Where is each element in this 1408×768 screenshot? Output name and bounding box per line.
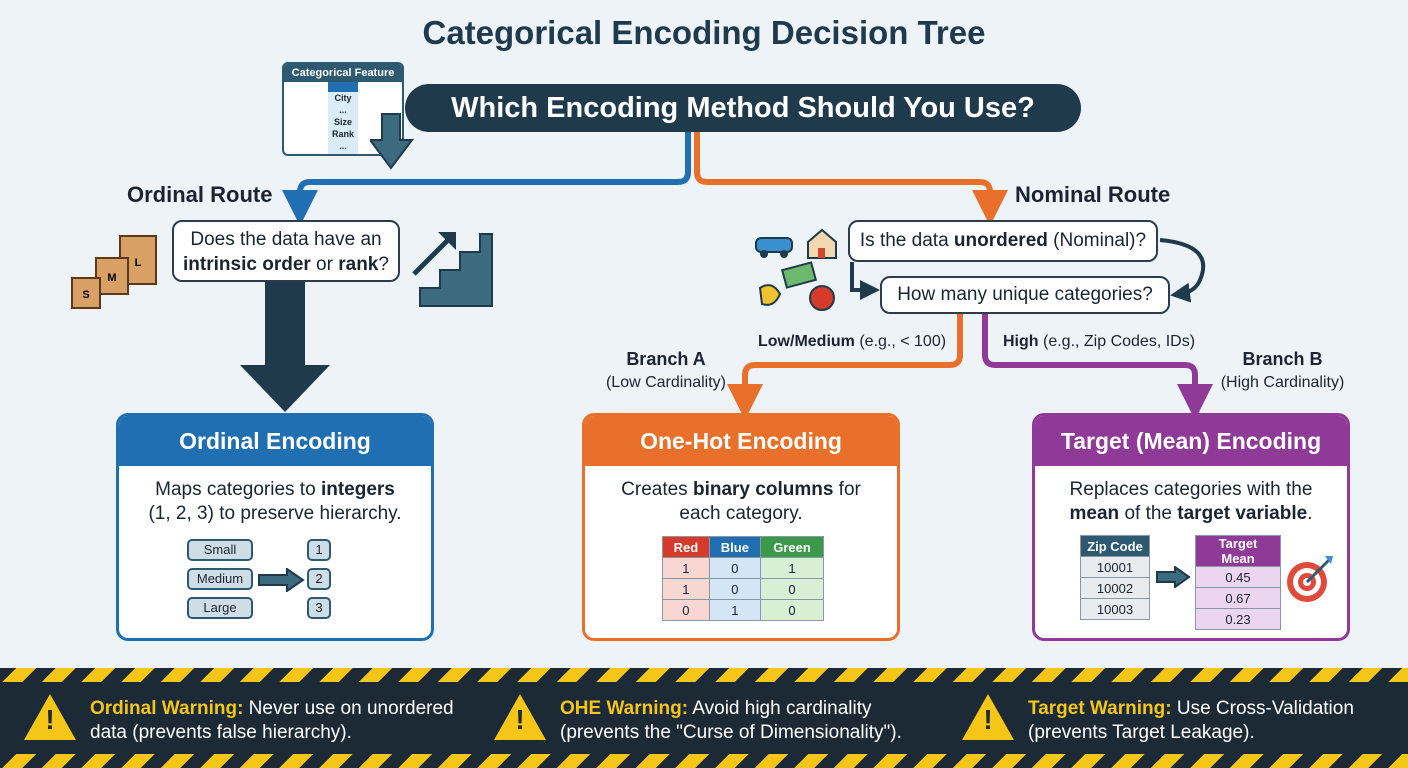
- category-chip: Large: [187, 597, 253, 619]
- target-mean-table: Target Mean 0.45 0.67 0.23: [1195, 535, 1281, 630]
- table-row: 0.23: [1195, 608, 1281, 630]
- ordinal-encoding-card: Ordinal Encoding Maps categories to inte…: [116, 413, 434, 641]
- integer-chip: 2: [307, 568, 331, 590]
- target-icon: [1287, 556, 1333, 602]
- stairs-icon: [412, 232, 493, 307]
- one-hot-encoding-card: One-Hot Encoding Creates binary columns …: [582, 413, 900, 641]
- ordinal-question: Does the data have an intrinsic order or…: [172, 220, 400, 282]
- ordinal-warning: Ordinal Warning: Never use on unordered …: [90, 698, 454, 743]
- down-arrow-icon: [370, 113, 414, 170]
- card-description: Creates binary columns for each category…: [621, 479, 861, 524]
- integer-chip: 3: [307, 597, 331, 619]
- hazard-stripe-bottom: [0, 754, 1408, 768]
- feature-row: ...: [339, 141, 347, 151]
- table-row: 10001: [1080, 556, 1150, 578]
- size-boxes-icon: L M S: [71, 235, 157, 309]
- svg-text:L: L: [135, 257, 142, 269]
- feature-table-header: Categorical Feature: [284, 64, 402, 82]
- ordinal-route-line: [282, 132, 691, 226]
- table-row: 0.45: [1195, 566, 1281, 588]
- connectors: [240, 132, 1213, 420]
- nominal-route-label: Nominal Route: [1015, 182, 1171, 207]
- category-chip: Small: [187, 539, 253, 561]
- warning-icon: !: [24, 694, 76, 740]
- card-title: Target (Mean) Encoding: [1035, 416, 1347, 466]
- main-question: Which Encoding Method Should You Use?: [405, 84, 1081, 132]
- branch-a-line: [727, 314, 963, 420]
- branch-a-edge-label: Low/Medium (e.g., < 100): [758, 333, 947, 350]
- ordinal-route-label: Ordinal Route: [127, 182, 273, 207]
- warnings-band: [0, 668, 1408, 768]
- table-row: 0.67: [1195, 587, 1281, 609]
- card-title: One-Hot Encoding: [585, 416, 897, 466]
- table-row: 10003: [1080, 598, 1150, 620]
- card-description: Maps categories to integers(1, 2, 3) to …: [148, 479, 402, 524]
- branch-b-edge-label: High (e.g., Zip Codes, IDs): [1003, 333, 1196, 350]
- arrow-right-icon: [1156, 566, 1191, 588]
- nominal-question-cardinality: How many unique categories?: [880, 276, 1170, 314]
- feature-row: Rank: [331, 129, 354, 139]
- loop-arrow: [1159, 238, 1206, 303]
- warning-icon: !: [962, 694, 1014, 740]
- nominal-question-unordered: Is the data unordered (Nominal)?: [848, 220, 1158, 262]
- arrow-right-icon: [258, 568, 305, 592]
- page-title: Categorical Encoding Decision Tree: [422, 14, 986, 51]
- branch-b-line: [982, 314, 1213, 420]
- ohe-warning: OHE Warning: Avoid high cardinality (pre…: [560, 698, 902, 743]
- hazard-stripe-top: [0, 668, 1408, 682]
- category-chip: Medium: [187, 568, 253, 590]
- target-encoding-card: Target (Mean) Encoding Replaces categori…: [1032, 413, 1350, 641]
- feature-row: City: [334, 93, 352, 103]
- category-items-icon: [755, 228, 837, 311]
- nominal-route-line: [694, 132, 1008, 226]
- feature-row: ...: [339, 105, 347, 115]
- svg-text:M: M: [107, 272, 116, 284]
- target-warning: Target Warning: Use Cross-Validation (pr…: [1028, 698, 1354, 743]
- branch-a-label: Branch A(Low Cardinality): [605, 349, 727, 391]
- loop-arrow-left: [850, 262, 880, 300]
- card-title: Ordinal Encoding: [119, 416, 431, 466]
- table-row: 10002: [1080, 577, 1150, 599]
- branch-b-label: Branch B(High Cardinality): [1220, 349, 1345, 391]
- integer-chip: 1: [307, 539, 331, 561]
- warning-icon: !: [494, 694, 546, 740]
- ordinal-down-arrow: [240, 282, 330, 412]
- feature-row: Size: [333, 117, 352, 127]
- zip-code-table: Zip Code 10001 10002 10003: [1080, 535, 1150, 620]
- svg-text:S: S: [82, 289, 89, 301]
